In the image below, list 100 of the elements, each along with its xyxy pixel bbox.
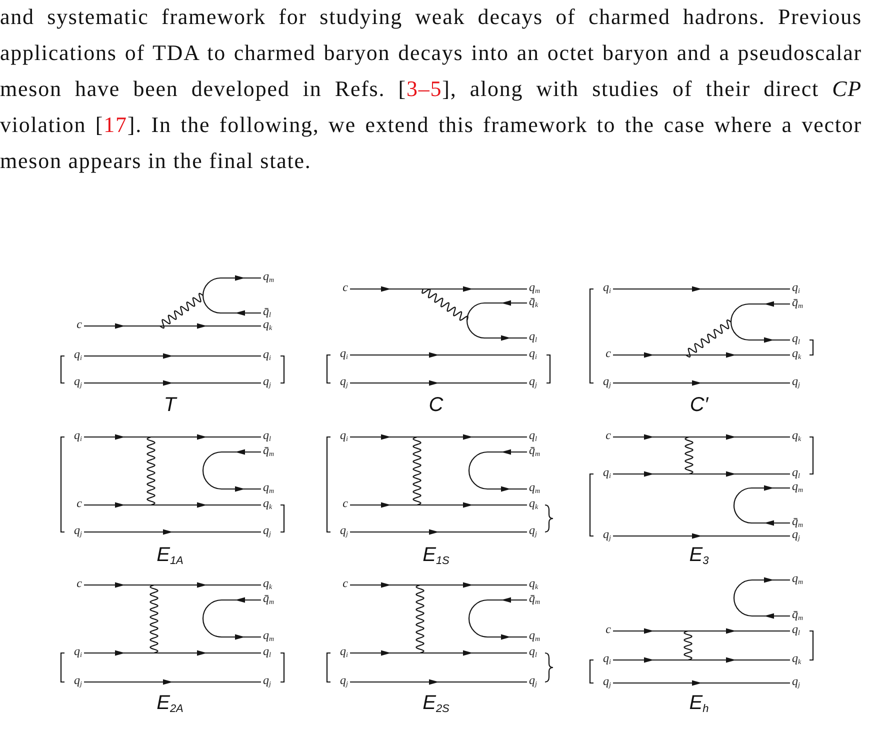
quark-line — [84, 582, 261, 588]
particle-label: q$_{m}$ — [527, 281, 540, 293]
quark-line — [350, 679, 527, 685]
diagram-caption: E$_{2A}$ — [156, 693, 184, 713]
particle-label: q$_{i}$ — [340, 429, 350, 441]
quark-line — [84, 434, 261, 440]
quark-line — [350, 380, 527, 386]
quark-line — [350, 582, 527, 588]
particle-label: q$_{j}$ — [74, 524, 84, 536]
particle-label: q$_{m}$ — [261, 270, 274, 282]
quark-line — [613, 380, 790, 386]
particle-label: q$_{m}$ — [790, 572, 804, 584]
diagram-caption: C′ — [690, 395, 708, 415]
particle-label: q$_{i}$ — [74, 348, 84, 360]
diagram-caption: T — [164, 395, 176, 415]
particle-label: q$_{j}$ — [527, 674, 537, 686]
particle-label: c — [76, 497, 84, 509]
quark-line — [466, 300, 527, 341]
particle-label: c — [342, 497, 350, 509]
quark-line — [202, 275, 261, 316]
reference-link: 3–5 — [406, 76, 442, 101]
particle-label: q$_{l}$ — [527, 429, 537, 441]
quark-line — [613, 434, 790, 440]
quark-line — [613, 352, 790, 358]
particle-label: c — [606, 429, 613, 441]
quark-line — [84, 353, 261, 359]
particle-label: q$_{m}$ — [261, 481, 274, 493]
particle-label: q$_{i}$ — [603, 281, 613, 293]
quark-line — [613, 533, 790, 539]
particle-label: q̄$_{m}$ — [527, 592, 540, 604]
particle-label: q$_{j}$ — [340, 375, 350, 387]
particle-label: q$_{l}$ — [790, 332, 800, 344]
quark-line — [84, 529, 261, 535]
particle-label: q$_{k}$ — [261, 497, 272, 509]
reference-link: 17 — [104, 112, 128, 137]
quark-line — [613, 628, 790, 634]
particle-label: q$_{m}$ — [261, 629, 274, 641]
quark-line — [350, 434, 527, 440]
particle-label: q$_{i}$ — [603, 652, 613, 664]
particle-label: q$_{j}$ — [527, 524, 537, 536]
particle-label: q$_{i}$ — [790, 281, 800, 293]
quark-line — [202, 597, 261, 640]
particle-label: q$_{j}$ — [603, 675, 613, 687]
quark-line — [350, 650, 527, 656]
particle-label: q$_{k}$ — [790, 347, 802, 359]
particle-label: q$_{i}$ — [261, 348, 271, 360]
particle-label: q$_{j}$ — [790, 675, 800, 687]
quark-line — [733, 577, 790, 619]
particle-label: q̄$_{m}$ — [790, 608, 804, 620]
particle-label: q$_{j}$ — [261, 524, 271, 536]
quark-line — [613, 680, 790, 686]
particle-label: q$_{k}$ — [527, 497, 538, 509]
particle-label: q$_{j}$ — [74, 375, 84, 387]
particle-label: q$_{l}$ — [790, 466, 800, 478]
quark-line — [202, 449, 261, 492]
particle-label: q$_{j}$ — [790, 528, 800, 540]
particle-label: q$_{j}$ — [340, 524, 350, 536]
quark-line — [613, 657, 790, 663]
quark-line — [84, 380, 261, 386]
particle-label: q$_{j}$ — [261, 674, 271, 686]
particle-label: q$_{l}$ — [261, 429, 271, 441]
particle-label: q$_{l}$ — [261, 645, 271, 657]
particle-label: q$_{l}$ — [790, 623, 800, 635]
diagram-caption: E$_{3}$ — [689, 545, 709, 565]
quark-line — [84, 679, 261, 685]
body-paragraph: and systematic framework for studying weak decays of charmed hadrons. Previous applications of TDA to charmed baryon decays into an octet baryon and a pseudoscalar meson have been developed in Refs. [3–5], along with studies of their direct CP violation [17]. In the following, we extend this framework to the case where a vector meson appears in the final state. — [0, 3, 862, 175]
particle-label: q$_{m}$ — [790, 480, 804, 492]
diagram-caption: E$_{h}$ — [689, 693, 709, 713]
particle-label: q$_{j}$ — [603, 375, 613, 387]
quark-line — [613, 471, 790, 477]
particle-label: c — [76, 577, 84, 589]
diagram-caption: E$_{1S}$ — [422, 545, 450, 565]
particle-label: q$_{j}$ — [790, 375, 800, 387]
particle-label: q$_{l}$ — [527, 645, 537, 657]
particle-label: q̄$_{k}$ — [527, 295, 538, 307]
particle-label: q$_{k}$ — [527, 577, 538, 589]
particle-label: q$_{m}$ — [527, 629, 540, 641]
particle-label: q̄$_{l}$ — [261, 305, 271, 317]
particle-label: q$_{l}$ — [527, 330, 537, 342]
quark-line — [350, 352, 527, 358]
particle-label: q$_{i}$ — [74, 429, 84, 441]
quark-line — [350, 529, 527, 535]
diagram-caption: E$_{2S}$ — [422, 693, 450, 713]
particle-label: q$_{j}$ — [340, 674, 350, 686]
quark-line — [733, 485, 790, 526]
particle-label: c — [342, 281, 350, 293]
quark-line — [730, 301, 790, 343]
particle-label: q̄$_{m}$ — [790, 296, 804, 308]
particle-label: q$_{k}$ — [261, 577, 272, 589]
particle-label: q$_{j}$ — [527, 375, 537, 387]
diagram-caption: E$_{1A}$ — [156, 545, 184, 565]
particle-label: q$_{k}$ — [790, 652, 802, 664]
particle-label: q$_{j}$ — [261, 375, 271, 387]
particle-label: q$_{k}$ — [261, 318, 272, 330]
quark-line — [350, 502, 527, 508]
particle-label: c — [76, 318, 84, 330]
quark-line — [468, 597, 527, 640]
quark-line — [84, 502, 261, 508]
particle-label: c — [606, 623, 613, 635]
quark-line — [350, 286, 527, 292]
